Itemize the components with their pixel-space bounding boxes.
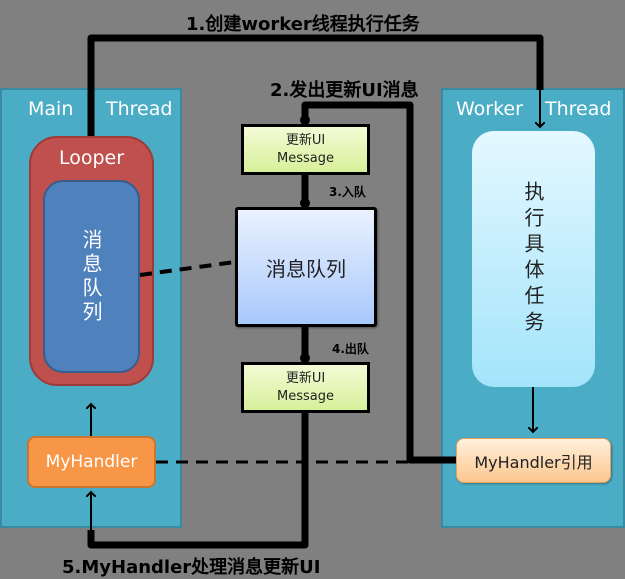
message-top-line2: Message (277, 150, 334, 166)
step2-label: 2.发出更新UI消息 (270, 80, 419, 101)
myhandler-label: MyHandler (45, 452, 138, 472)
message-bottom-line1: 更新UI (285, 370, 326, 386)
message-queue-box: 消息队列 (235, 207, 377, 327)
step4-label: 4.出队 (332, 342, 369, 356)
step5-label: 5.MyHandler处理消息更新UI (62, 557, 321, 578)
step3-label: 3.入队 (329, 185, 366, 199)
message-queue-label: 消息队列 (266, 256, 346, 281)
message-top-line1: 更新UI (285, 132, 326, 148)
message-bottom-line2: Message (277, 388, 334, 404)
myhandler-box: MyHandler (27, 436, 156, 488)
looper-queue-label: 消息队列 (79, 228, 103, 325)
step1-label: 1.创建worker线程执行任务 (186, 14, 420, 35)
main-thread-title-left: Main (28, 98, 74, 120)
update-ui-message-top: 更新UI Message (241, 124, 370, 175)
myhandler-reference-label: MyHandler引用 (474, 452, 593, 472)
worker-task-label: 执行具体任务 (521, 181, 545, 337)
update-ui-message-bottom: 更新UI Message (241, 362, 370, 413)
looper-message-queue: 消息队列 (43, 180, 140, 373)
looper-label: Looper (58, 147, 125, 169)
worker-task-box: 执行具体任务 (472, 131, 595, 387)
worker-thread-title-right: Thread (545, 98, 612, 120)
main-thread-title-right: Thread (106, 98, 173, 120)
myhandler-reference-box: MyHandler引用 (456, 438, 611, 483)
worker-thread-title-left: Worker (456, 98, 523, 120)
